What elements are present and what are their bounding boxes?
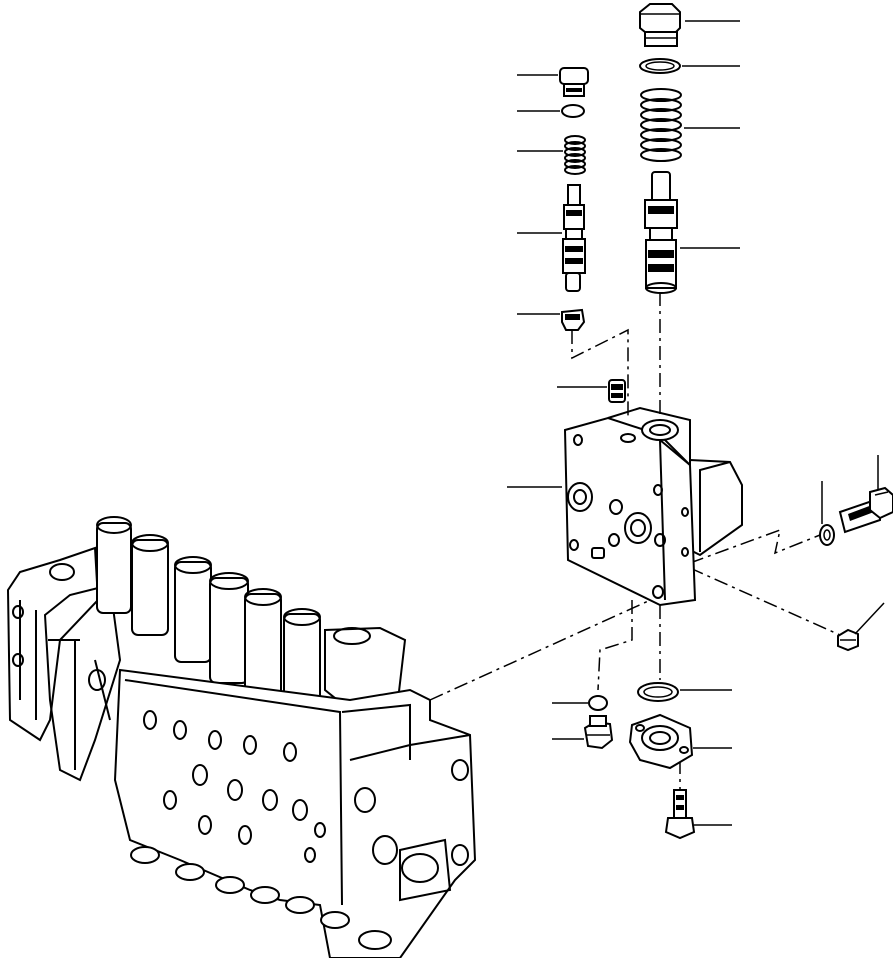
flange-bolt [664,789,696,840]
small-spring [564,135,586,175]
washer [819,524,835,546]
lower-plug [583,715,614,750]
leader-lines [507,20,885,826]
section-valve-body [563,406,743,607]
lower-o-ring-large [637,682,679,702]
valve-bottom-caps [130,846,392,950]
flange [628,713,694,770]
mounting-bolt [838,486,893,534]
valve-face-ports [143,710,326,863]
relief-valve-stack [639,3,682,294]
orifice-plug [608,379,626,403]
leader-side-plug [854,602,885,635]
side-plug [837,628,859,652]
lower-o-ring-small [588,695,608,711]
small-valve-stack [559,67,589,331]
control-valve-assembly [6,516,477,958]
center-lines [429,292,841,790]
large-spring [640,88,682,162]
